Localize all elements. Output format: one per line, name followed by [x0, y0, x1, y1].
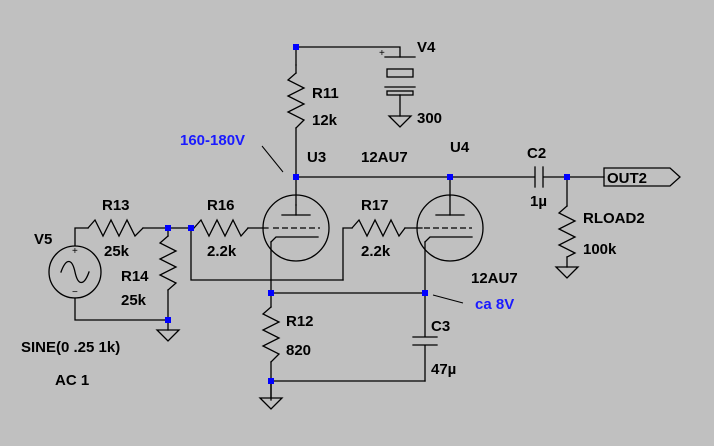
junction-nodes	[165, 44, 570, 384]
source-plus-sign: +	[72, 246, 78, 257]
triode-u3	[262, 194, 330, 262]
v5-value: SINE(0 .25 1k)	[21, 339, 120, 356]
ground-v4	[387, 115, 413, 128]
r17-ref: R17	[361, 197, 389, 214]
r17-value: 2.2k	[361, 243, 391, 260]
r11-ref: R11	[312, 85, 339, 102]
resistor-r14	[158, 235, 178, 291]
c3-ref: C3	[431, 318, 450, 335]
sine-source-v5: + −	[48, 245, 102, 299]
u3-value: 12AU7	[361, 149, 408, 166]
ground-rload2	[554, 266, 580, 279]
r14-ref: R14	[121, 268, 149, 285]
triode-u4	[416, 194, 484, 262]
c2-ref: C2	[527, 145, 546, 162]
resistor-rload2	[557, 205, 577, 258]
resistor-r13	[87, 218, 144, 238]
r12-ref: R12	[286, 313, 314, 330]
rload2-value: 100k	[583, 241, 617, 258]
resistor-r12	[261, 306, 281, 363]
u4-value: 12AU7	[471, 270, 518, 287]
ground-cathode	[258, 397, 284, 410]
rload2-ref: RLOAD2	[583, 210, 645, 227]
resistor-r11	[286, 72, 306, 129]
ground-input	[155, 329, 181, 342]
u3-ref: U3	[307, 149, 326, 166]
v5-ref: V5	[34, 231, 52, 248]
battery-plus-sign: +	[379, 48, 385, 59]
cathode-voltage-annotation: ca 8V	[475, 296, 514, 313]
resistor-r16	[193, 218, 249, 238]
r11-value: 12k	[312, 112, 338, 129]
source-minus-sign: −	[72, 287, 78, 298]
capacitor-c3	[412, 336, 438, 346]
v5-ac: AC 1	[55, 372, 89, 389]
u4-ref: U4	[450, 139, 470, 156]
r14-value: 25k	[121, 292, 147, 309]
capacitor-c2	[534, 166, 544, 188]
c3-value: 47µ	[431, 361, 456, 378]
resistor-r17	[351, 218, 406, 238]
r13-value: 25k	[104, 243, 130, 260]
output-port: OUT2	[603, 167, 681, 187]
r12-value: 820	[286, 342, 311, 359]
r16-value: 2.2k	[207, 243, 237, 260]
plate-voltage-annotation: 160-180V	[180, 132, 245, 149]
v4-value: 300	[417, 110, 442, 127]
output-port-label: OUT2	[607, 170, 647, 187]
r16-ref: R16	[207, 197, 235, 214]
c2-value: 1µ	[530, 193, 547, 210]
battery-v4: +	[379, 48, 416, 96]
r13-ref: R13	[102, 197, 130, 214]
wires	[74, 46, 605, 401]
v4-ref: V4	[417, 39, 436, 56]
